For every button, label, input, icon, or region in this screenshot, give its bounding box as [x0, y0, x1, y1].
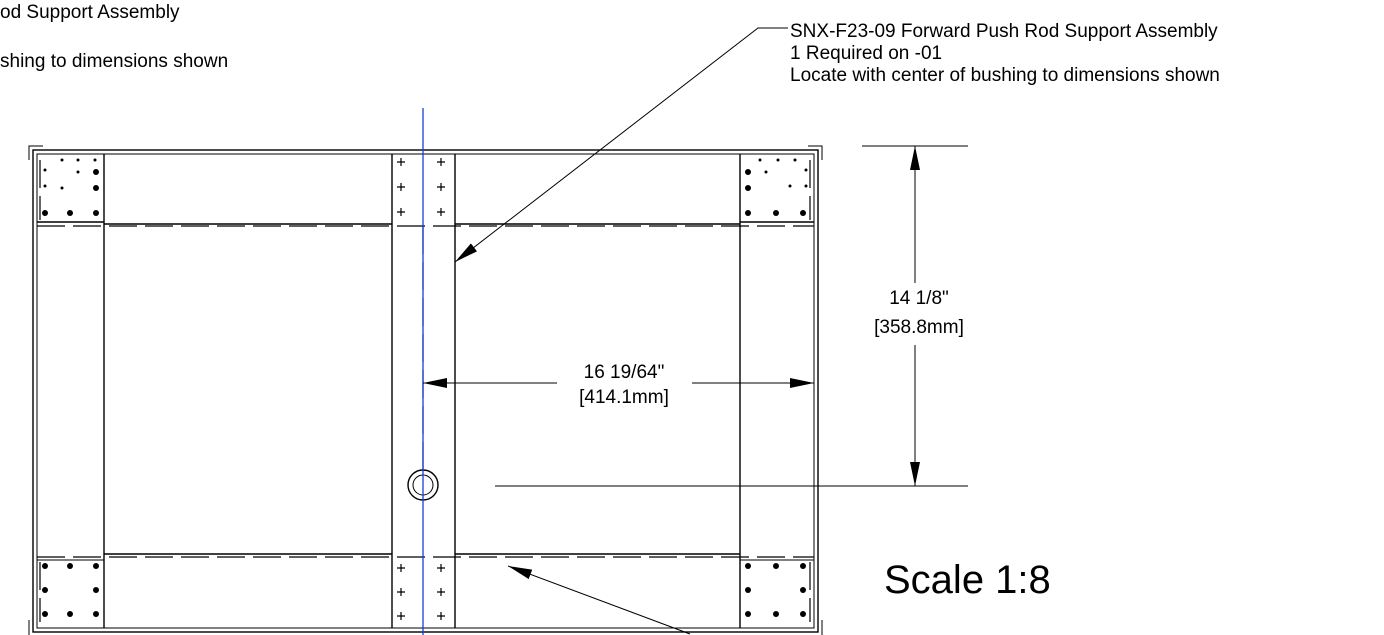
vertical-dimension-metric: [358.8mm] [874, 317, 964, 338]
scale-label: Scale 1:8 [884, 558, 1051, 602]
right-callout-line2: 1 Required on -01 [790, 43, 942, 64]
horizontal-dimension-imperial: 16 19/64" [584, 362, 665, 383]
vertical-dimension: 14 1/8" [358.8mm] [495, 145, 968, 487]
leader-lines [454, 27, 788, 635]
horizontal-dimension: 16 19/64" [414.1mm] [423, 362, 814, 408]
horizontal-dimension-metric: [414.1mm] [579, 387, 669, 408]
vertical-dimension-imperial: 14 1/8" [889, 288, 949, 309]
left-callout-line3: shing to dimensions shown [0, 51, 228, 72]
left-callout-line1: od Support Assembly [0, 2, 180, 23]
right-callout: SNX-F23-09 Forward Push Rod Support Asse… [790, 21, 1220, 86]
right-callout-line3: Locate with center of bushing to dimensi… [790, 65, 1220, 86]
center-rivets [397, 158, 445, 620]
fastener-pattern [42, 158, 808, 617]
right-callout-line1: SNX-F23-09 Forward Push Rod Support Asse… [790, 21, 1218, 42]
frame-assembly [28, 145, 823, 635]
left-callout: od Support Assembly shing to dimensions … [0, 2, 228, 72]
